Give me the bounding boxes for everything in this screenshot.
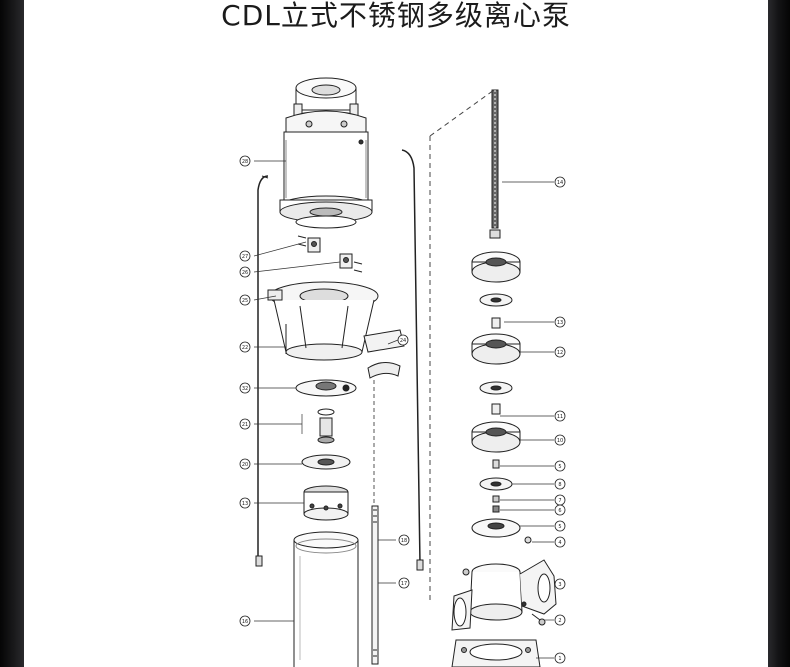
tie-rod — [371, 505, 379, 665]
callout-label: 3 — [558, 582, 561, 588]
callout-label: 6 — [558, 508, 561, 514]
callout-right-8: 6 — [554, 504, 566, 516]
callout-label: 27 — [242, 254, 248, 260]
diffuser-stage-2 — [479, 381, 513, 415]
callout-label: 2 — [558, 618, 561, 624]
callout-right-1: 13 — [554, 316, 566, 328]
callout-label: 17 — [401, 581, 407, 587]
callout-label: 5 — [558, 464, 561, 470]
callout-label: 8 — [558, 482, 561, 488]
callout-label: 16 — [242, 619, 248, 625]
right-bezel — [768, 0, 790, 667]
callout-label: 21 — [242, 422, 248, 428]
left-bezel — [0, 0, 24, 667]
callout-right-2: 12 — [554, 346, 566, 358]
callout-label: 32 — [242, 386, 248, 392]
callout-right-5: 5 — [554, 460, 566, 472]
lower-stage-parts — [471, 459, 532, 544]
callout-label: 13 — [557, 320, 563, 326]
exploded-view-drawing: 28 27 26 25 22 32 21 20 13 16 24 18 17 1… — [239, 77, 566, 667]
callout-right-13: 1 — [554, 652, 566, 664]
pump-base-casing — [451, 559, 557, 631]
leader-lines — [253, 160, 554, 659]
callout-label: 12 — [557, 350, 563, 356]
callout-left-6: 21 — [239, 418, 251, 430]
callout-right-12: 2 — [554, 614, 566, 626]
callout-left-0: 28 — [239, 155, 251, 167]
motor-bracket — [267, 281, 405, 379]
callout-label: 14 — [557, 180, 563, 186]
callout-left-2: 26 — [239, 266, 251, 278]
impeller-stage-1 — [471, 229, 521, 283]
callout-label: 25 — [242, 298, 248, 304]
callouts: 28 27 26 25 22 32 21 20 13 16 24 18 17 1… — [239, 155, 566, 664]
callout-left-5: 32 — [239, 382, 251, 394]
callout-center-2: 17 — [398, 577, 410, 589]
right-pipe — [401, 149, 424, 571]
seal-parts — [295, 379, 357, 470]
callout-label: 11 — [557, 414, 563, 420]
callout-right-3: 11 — [554, 410, 566, 422]
callout-label: 4 — [558, 540, 561, 546]
callout-center-1: 18 — [398, 534, 410, 546]
callout-label: 24 — [400, 338, 406, 344]
callout-label: 5 — [558, 524, 561, 530]
callout-left-7: 20 — [239, 458, 251, 470]
diagram-page: CDL立式不锈钢多级离心泵 — [24, 0, 768, 667]
diffuser-stage-1 — [479, 293, 513, 329]
callout-label: 22 — [242, 345, 248, 351]
coupling-parts — [297, 235, 363, 273]
callout-label: 10 — [557, 438, 563, 444]
callout-right-6: 8 — [554, 478, 566, 490]
callout-left-4: 22 — [239, 341, 251, 353]
callout-label: 18 — [401, 538, 407, 544]
callout-label: 7 — [558, 498, 561, 504]
callout-left-1: 27 — [239, 250, 251, 262]
left-pipe — [255, 175, 269, 567]
pump-shaft — [491, 89, 499, 229]
pump-head — [303, 485, 349, 521]
impeller-stage-3 — [471, 421, 521, 453]
callout-label: 13 — [242, 501, 248, 507]
outer-sleeve — [293, 531, 359, 667]
callout-left-8: 13 — [239, 497, 251, 509]
callout-left-3: 25 — [239, 294, 251, 306]
impeller-stage-2 — [471, 333, 521, 365]
callout-label: 28 — [242, 159, 248, 165]
callout-label: 26 — [242, 270, 248, 276]
callout-right-7: 7 — [554, 494, 566, 506]
callout-right-0: 14 — [554, 176, 566, 188]
callout-right-11: 3 — [554, 578, 566, 590]
callout-label: 20 — [242, 462, 248, 468]
page-title: CDL立式不锈钢多级离心泵 — [221, 0, 571, 32]
callout-center-0: 24 — [397, 334, 409, 346]
callout-right-9: 5 — [554, 520, 566, 532]
callout-right-4: 10 — [554, 434, 566, 446]
callout-right-10: 4 — [554, 536, 566, 548]
callout-left-9: 16 — [239, 615, 251, 627]
callout-label: 1 — [558, 656, 561, 662]
pump-foot — [451, 639, 541, 667]
motor — [279, 77, 373, 229]
